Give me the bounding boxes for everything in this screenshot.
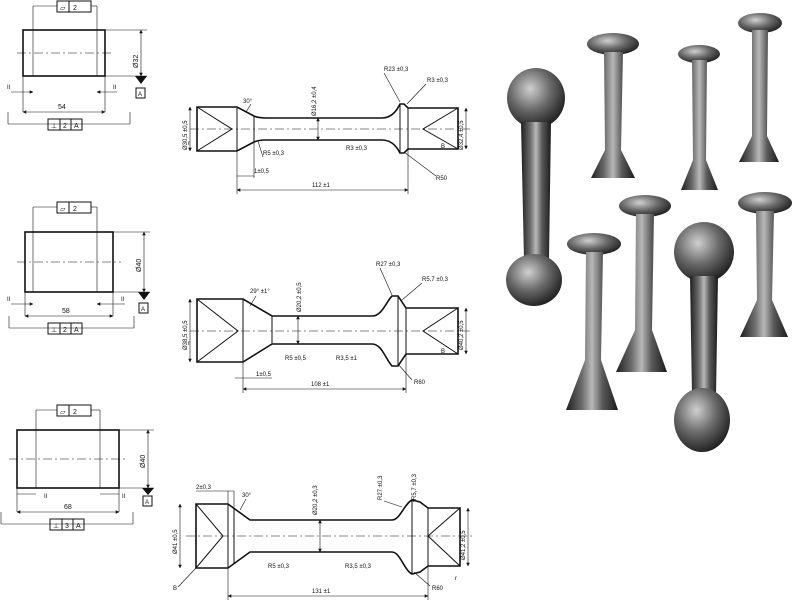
rod-part-1: [587, 33, 639, 178]
part-drawing-2: Ø38,5 ±0,5 Ø20,2 ±0,5 Ø40,2 ±0,5 29° ±1°…: [183, 262, 470, 393]
perp-value: 2: [63, 327, 67, 334]
perp-datum: A: [74, 123, 79, 130]
flatness-value: 2: [73, 206, 77, 213]
blank-diameter: Ø32: [133, 55, 140, 68]
neck-radius: R27 ±0,3: [376, 262, 401, 268]
mid-diameter: Ø20,2 ±0,5: [297, 282, 303, 312]
neck-radius: R27 ±0,3: [378, 475, 384, 500]
blank-diameter: Ø40: [140, 455, 147, 468]
perp-datum: A: [74, 327, 79, 334]
flatness-symbol: ▱: [60, 206, 66, 213]
blank-length: 68: [64, 504, 72, 511]
part-outline-1: [196, 103, 459, 154]
flatness-value: 2: [73, 5, 77, 12]
rod-part-5: [616, 195, 671, 372]
label-r: r: [188, 141, 190, 147]
rod-part-6: [738, 192, 792, 337]
edge-radius: R5,7 ±0,3: [412, 473, 418, 500]
gap-dim: 2±0,3: [196, 485, 212, 491]
cone-angle: 29° ±1°: [250, 289, 270, 295]
cone-angle: 30°: [242, 493, 252, 499]
part-drawing-1: Ø30,5 ±0,5 Ø16,2 ±0,4 Ø32,4 ±0,5 30° R23…: [183, 67, 470, 194]
right-diameter: Ø32,4 ±0,5: [459, 120, 465, 150]
perp-symbol: ⊥: [51, 123, 57, 130]
end-radius: R50: [436, 176, 448, 182]
chamfer-left: II: [44, 494, 48, 500]
label-b: B: [173, 586, 177, 592]
total-length: 131 ±1: [312, 589, 331, 595]
dumbbell-part-2: [674, 222, 734, 452]
rod-part-2: [678, 45, 720, 190]
left-diameter: Ø41 ±0,5: [173, 529, 179, 554]
right-fillet: R3 ±0,3: [346, 146, 368, 152]
perp-value: 2: [63, 123, 67, 130]
left-fillet: R5 ±0,3: [263, 151, 285, 157]
edge-radius: R3 ±0,3: [427, 78, 449, 84]
chamfer-right: II: [121, 297, 125, 303]
flatness-symbol: ▱: [60, 409, 66, 416]
rod-part-4: [566, 233, 621, 410]
blank-drawing-1: ▱ 2 Ø32 A 54 II II ⊥ 2 A: [7, 0, 147, 131]
label-b: B: [441, 144, 445, 150]
blank-length: 54: [58, 104, 66, 111]
cone-angle: 30°: [243, 99, 253, 105]
total-length: 112 ±1: [312, 183, 331, 189]
datum-label: A: [138, 92, 142, 98]
chamfer-left: II: [7, 297, 11, 303]
label-b: B: [441, 349, 445, 355]
blank-drawing-2: ▱ 2 Ø40 A 58 II II ⊥ 2 A: [7, 201, 150, 335]
perp-symbol: ⊥: [51, 327, 57, 334]
blank-diameter: Ø40: [136, 259, 143, 272]
perp-symbol: ⊥: [53, 523, 59, 530]
right-fillet: R3,5 ±1: [336, 356, 358, 362]
edge-radius: R5,7 ±0,3: [422, 277, 449, 283]
mid-diameter: Ø16,2 ±0,4: [312, 86, 318, 116]
gap-dim: 1±0,5: [256, 372, 272, 378]
chamfer-right: II: [113, 85, 117, 91]
end-radius: R60: [432, 586, 444, 592]
left-diameter: Ø30,5 ±0,5: [183, 120, 189, 150]
forged-parts-photo: [506, 13, 792, 452]
part-drawing-3: Ø41 ±0,5 Ø20,2 ±0,3 Ø41,2 ±0,5 30° 2±0,3…: [173, 473, 472, 600]
perp-value: 3: [65, 523, 69, 530]
left-fillet: R5 ±0,3: [268, 564, 290, 570]
label-r: r: [188, 341, 190, 347]
right-fillet: R3,5 ±0,3: [345, 564, 372, 570]
left-diameter: Ø38,5 ±0,5: [183, 320, 189, 350]
end-radius: R60: [414, 380, 426, 386]
right-diameter: Ø40,2 ±0,5: [459, 320, 465, 350]
chamfer-right: II: [122, 494, 126, 500]
dumbbell-part-1: [506, 68, 565, 306]
mid-diameter: Ø20,2 ±0,3: [313, 485, 319, 515]
blank-length: 58: [62, 308, 70, 315]
perp-datum: A: [76, 523, 81, 530]
left-fillet: R5 ±0,5: [285, 356, 307, 362]
total-length: 108 ±1: [311, 382, 330, 388]
gap-dim: 1±0,5: [254, 169, 270, 175]
label-r: r: [455, 576, 457, 582]
rod-part-3: [738, 13, 782, 162]
neck-radius: R23 ±0,3: [384, 67, 409, 73]
datum-label: A: [141, 307, 145, 313]
part-outline-3: [195, 499, 461, 575]
flatness-symbol: ▱: [60, 5, 66, 12]
right-diameter: Ø41,2 ±0,5: [461, 530, 467, 560]
chamfer-left: II: [7, 85, 11, 91]
flatness-value: 2: [73, 409, 77, 416]
blank-drawing-3: ▱ 2 Ø40 A 68 II II ⊥ 3 A: [0, 404, 154, 531]
datum-label: A: [145, 500, 149, 506]
